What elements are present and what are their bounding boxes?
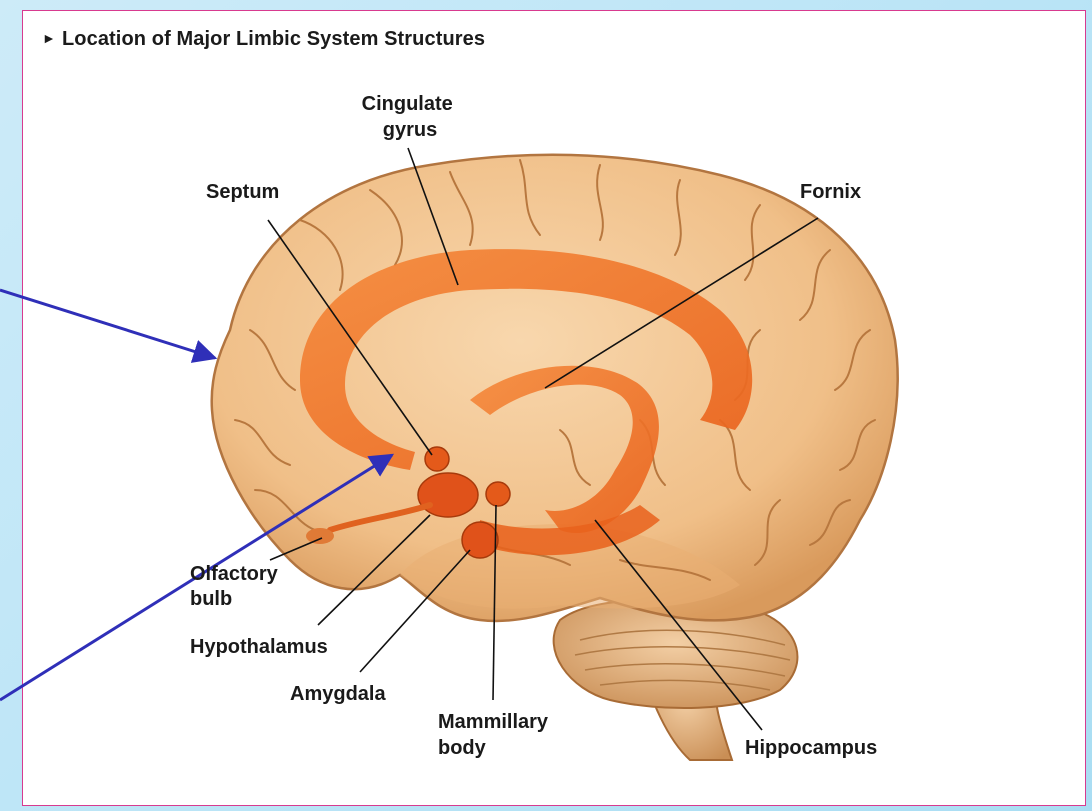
hypothalamus-shape bbox=[418, 473, 478, 517]
label-fornix: Fornix bbox=[800, 181, 861, 203]
label-hypothalamus: Hypothalamus bbox=[190, 636, 328, 658]
label-olfactory-bulb: Olfactory bulb bbox=[190, 563, 283, 610]
mammillary-body-shape bbox=[486, 482, 510, 506]
label-cingulate-gyrus: Cingulate gyrus bbox=[362, 93, 459, 141]
label-septum: Septum bbox=[206, 181, 279, 203]
label-mammillary-body: Mammillary body bbox=[438, 711, 554, 759]
label-hippocampus: Hippocampus bbox=[745, 737, 877, 759]
pointer-arrow-upper bbox=[0, 290, 215, 358]
olfactory-bulb-shape bbox=[306, 528, 334, 544]
label-amygdala: Amygdala bbox=[290, 683, 386, 705]
